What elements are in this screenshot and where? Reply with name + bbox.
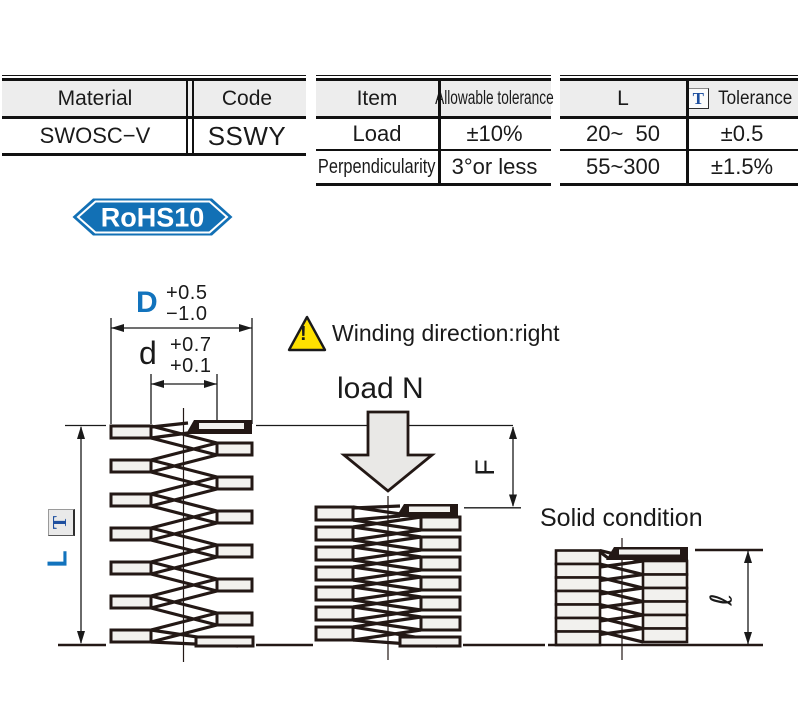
perpendicularity-label: Perpendicularity (318, 155, 436, 178)
load-label: Load (352, 121, 402, 146)
allowable-tolerance-header: Allowable tolerance (435, 87, 554, 109)
code-value: SSWY (207, 120, 287, 151)
warning-triangle-icon (287, 315, 327, 352)
load-tolerance-value: ±10% (466, 121, 523, 146)
table-row: Load ±10% (316, 119, 551, 151)
code-header: Code (221, 86, 273, 110)
length-range-value: 55~300 (585, 154, 661, 179)
table-row: 55~300 ±1.5% (560, 151, 798, 183)
material-code-table: Material Code SWOSC−V SSWY (2, 75, 306, 156)
table-header-row: Item Allowable tolerance (316, 81, 554, 119)
item-header: Item (356, 86, 398, 110)
badge-label: RoHS10 (101, 203, 205, 233)
table-row: SWOSC−V SSWY (2, 119, 306, 153)
material-value: SWOSC−V (39, 123, 151, 148)
compressed-spring (314, 496, 462, 660)
tolerance-header: T Tolerance (686, 81, 798, 116)
length-range-value: 20~ 50 (585, 121, 660, 146)
dimension-D (110, 318, 253, 424)
free-length-label: L (41, 550, 73, 568)
perpendicularity-value: 3°or less (451, 154, 538, 179)
inner-diameter-label: d (139, 335, 157, 371)
rohs10-badge: RoHS10 (72, 198, 233, 236)
dimension-solid-height (744, 550, 752, 645)
load-arrow (340, 410, 436, 493)
dimension-L (77, 426, 85, 644)
outer-diameter-tolerance: +0.5 −1.0 (166, 282, 208, 325)
item-tolerance-table: Item Allowable tolerance Load ±10% Perpe… (316, 75, 554, 186)
table-row: 20~ 50 ±0.5 (560, 119, 798, 151)
tolerance-value: ±0.5 (720, 121, 764, 146)
length-tolerance-table: L T Tolerance 20~ 50 ±0.5 55~300 ±1.5% (560, 75, 798, 186)
solid-condition-label: Solid condition (540, 504, 703, 532)
table-header-row: Material Code (2, 81, 306, 119)
table-header-row: L T Tolerance (560, 81, 798, 119)
dimension-d (150, 374, 218, 424)
outer-diameter-label: D (136, 286, 158, 319)
dimension-F (509, 426, 517, 507)
column-divider (438, 81, 441, 183)
column-divider (186, 81, 189, 153)
deflection-label: F (469, 459, 500, 476)
badge-shape (72, 198, 233, 236)
tolerance-value: ±1.5% (710, 154, 774, 179)
warning-exclamation: ! (300, 323, 307, 345)
material-header: Material (57, 86, 133, 110)
t-symbol-box-side: T (48, 509, 75, 536)
winding-direction-note: Winding direction:right (332, 320, 560, 346)
column-divider (686, 81, 689, 183)
table-row: Perpendicularity 3°or less (316, 151, 551, 183)
load-label: load N (337, 372, 424, 405)
solid-spring (548, 538, 695, 660)
length-header: L (617, 86, 629, 110)
free-spring (109, 408, 255, 662)
solid-height-label: ℓ (704, 593, 740, 606)
inner-diameter-tolerance: +0.7 +0.1 (170, 334, 212, 377)
column-divider (192, 81, 195, 153)
